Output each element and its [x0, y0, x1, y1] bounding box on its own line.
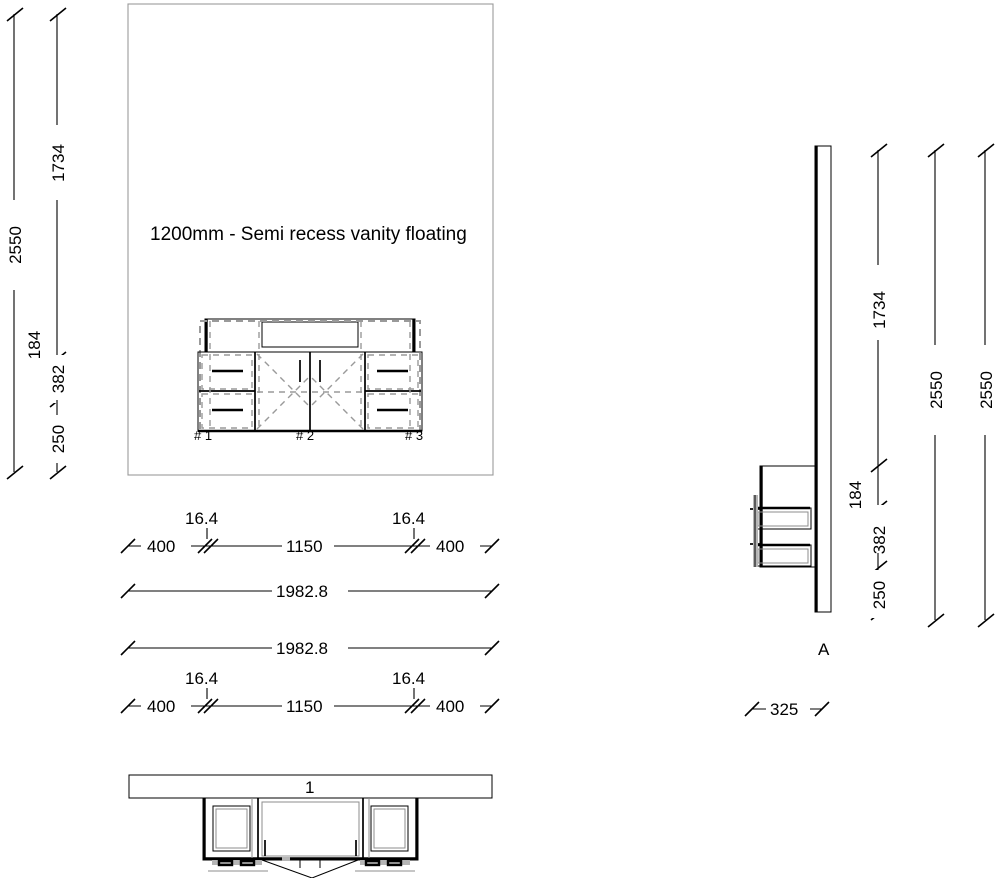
left-dimension-chain: [47, 7, 69, 480]
upper-horizontal-chain: 400 1150 400 16.4 16.4: [120, 509, 500, 556]
elevation-frame: [127, 3, 494, 476]
dim-right-250: 250: [870, 581, 889, 609]
plan-view: 1: [128, 774, 493, 878]
dim-right-382: 382: [870, 526, 889, 554]
dim-lower-400-left: 400: [147, 697, 175, 716]
dim-left-250: 250: [49, 425, 68, 453]
cabinet-label-2: # 2: [296, 428, 314, 443]
dim-upper-1150: 1150: [286, 537, 323, 556]
lower-total-dimension: 1982.8: [120, 638, 500, 658]
dim-lower-164-right: 16.4: [392, 669, 425, 688]
dim-upper-400-left: 400: [147, 537, 175, 556]
dim-depth-325: 325: [770, 700, 798, 719]
dim-lower-164-left: 16.4: [185, 669, 218, 688]
dim-total-lower: 1982.8: [276, 639, 328, 658]
door-swing-indicators: [256, 353, 364, 430]
dim-left-382: 382: [49, 365, 68, 393]
dim-right-1734: 1734: [870, 291, 889, 329]
section-view-label: A: [818, 640, 830, 659]
dim-right-2550-outer: 2550: [977, 371, 996, 409]
lower-horizontal-chain: 400 1150 400 16.4 16.4: [120, 669, 500, 716]
left-overall-dimension-2550: [4, 7, 26, 480]
upper-total-dimension: 1982.8: [120, 581, 500, 601]
plan-view-label: 1: [305, 778, 314, 797]
dim-left-2550: 2550: [6, 226, 25, 264]
dim-lower-400-right: 400: [436, 697, 464, 716]
cabinet-label-1: # 1: [194, 428, 212, 443]
vanity-elevation: # 1 # 2 # 3: [194, 318, 423, 443]
depth-dimension-325: 325: [744, 699, 830, 719]
dim-left-1734: 1734: [49, 144, 68, 182]
dim-lower-1150: 1150: [286, 697, 323, 716]
dim-total-upper: 1982.8: [276, 582, 328, 601]
dim-upper-164-left: 16.4: [185, 509, 218, 528]
dim-right-184: 184: [846, 481, 865, 509]
right-dimension-chain: [868, 143, 890, 621]
right-overall-dimension-outer: [975, 143, 997, 628]
right-overall-dimension-inner: [925, 143, 947, 628]
dim-right-2550-inner: 2550: [927, 371, 946, 409]
dim-upper-164-right: 16.4: [392, 509, 425, 528]
section-view-a: A: [750, 145, 832, 659]
dim-upper-400-right: 400: [436, 537, 464, 556]
dim-left-184: 184: [25, 331, 44, 359]
cabinet-label-3: # 3: [405, 428, 423, 443]
drawing-title: 1200mm - Semi recess vanity floating: [150, 224, 467, 245]
